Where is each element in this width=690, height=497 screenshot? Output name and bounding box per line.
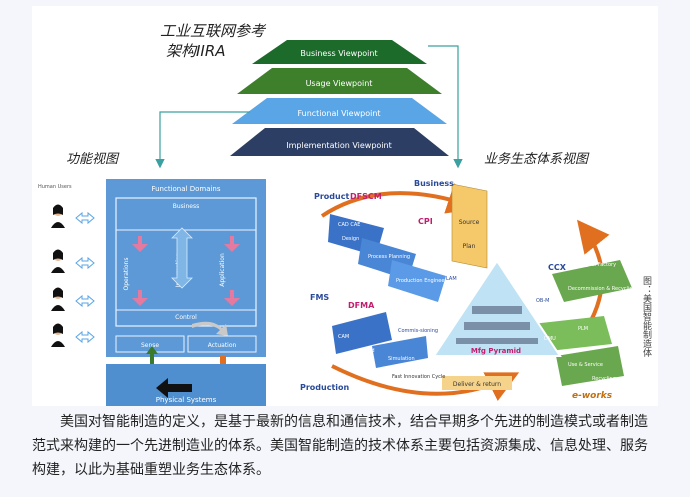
left-arrow-icon xyxy=(156,378,192,398)
connector-to-business-view xyxy=(428,45,463,169)
down-arrow-icon xyxy=(224,290,240,306)
build-label: Build xyxy=(362,348,375,354)
dfma-label: DFMA xyxy=(348,301,375,310)
viewpoint-label-functional: Functional Viewpoint xyxy=(297,109,380,118)
watermark-logo: e-works xyxy=(572,391,613,401)
sense-label: Sense xyxy=(141,342,159,349)
top-title-line1: 工业互联网参考 xyxy=(160,22,267,40)
production-engineering-label: Production Engineering xyxy=(396,278,454,284)
bidirectional-arrow-icon xyxy=(75,294,95,308)
human-users-label: Human Users xyxy=(38,184,72,190)
side-caption: 图：美国智能制造体 xyxy=(641,276,652,358)
recycling-label: Recycling xyxy=(592,376,616,382)
caption-paragraph: 美国对智能制造的定义，是基于最新的信息和通信技术，结合早期多个先进的制造模式或者… xyxy=(32,414,648,478)
viewpoint-label-business: Business Viewpoint xyxy=(300,49,377,58)
actuation-box xyxy=(187,335,257,353)
viewpoint-layer-implementation xyxy=(230,128,449,156)
source-plan-block xyxy=(451,183,488,269)
bidirectional-arrow-icon xyxy=(75,256,95,270)
down-arrow-icon xyxy=(224,236,240,252)
viewpoint-label-usage: Usage Viewpoint xyxy=(306,79,373,88)
simulation-label: Simulation xyxy=(388,356,415,362)
deliver-return-label: Deliver & return xyxy=(453,381,501,388)
product-label: Product xyxy=(314,192,349,201)
cycle-arrow xyxy=(320,183,480,218)
physical-systems-label: Physical Systems xyxy=(156,396,217,404)
pyramid-layer xyxy=(464,322,530,330)
viewpoint-layer-usage xyxy=(237,68,442,94)
user-icon-1 xyxy=(51,204,65,228)
viewpoint-label-implementation: Implementation Viewpoint xyxy=(286,141,391,150)
viewpoint-layer-business xyxy=(252,40,427,64)
pyramid-layer xyxy=(472,306,522,314)
viewpoint-stack: Business Viewpoint Usage Viewpoint Funct… xyxy=(230,40,449,156)
lam-label: LAM xyxy=(446,276,457,282)
production-label: Production xyxy=(300,383,350,392)
functional-domains-label: Functional Domains xyxy=(151,185,220,193)
cad-cae-label: CAD CAE xyxy=(338,222,360,228)
dmu-label: DMU xyxy=(544,336,556,342)
process-planning-label: Process Planning xyxy=(368,254,410,260)
production-engineering-chevron xyxy=(388,260,446,302)
down-arrow-icon xyxy=(132,236,148,252)
design-label: Design xyxy=(342,236,359,242)
fms-label: FMS xyxy=(310,293,329,302)
simulation-chevron xyxy=(372,336,428,368)
deliver-return-box xyxy=(442,376,512,390)
bidirectional-arrow-icon xyxy=(75,211,95,225)
iira-diagram: 工业互联网参考 架构IIRA Business Viewpoint Usage … xyxy=(38,22,652,406)
user-icon-3 xyxy=(51,287,65,311)
mfg-pyramid-label: Mfg Pyramid xyxy=(471,347,521,355)
up-arrow-icon xyxy=(146,346,158,366)
source-label: Source xyxy=(459,219,480,226)
use-service-label: Use & Service xyxy=(568,362,603,368)
actuation-label: Actuation xyxy=(208,342,237,349)
recycling-chevron xyxy=(556,346,624,386)
dfscm-label: DFSCM xyxy=(350,192,382,201)
domains-inner-frame xyxy=(115,197,257,327)
right-section-title: 业务生态体系视图 xyxy=(484,152,590,167)
user-icon-4 xyxy=(51,323,65,347)
cam-label: CAM xyxy=(338,334,349,340)
operations-label: Operations xyxy=(123,258,130,291)
business-label: Business xyxy=(414,179,454,188)
commissioning-label: Commis-sioning xyxy=(398,328,438,334)
decommission-chevron xyxy=(552,260,632,302)
top-title-line2: 架构IIRA xyxy=(166,42,226,60)
connector-to-functional-view xyxy=(155,111,250,169)
information-flow-arrow-icon xyxy=(171,227,193,289)
pyramid-layer xyxy=(456,338,538,344)
down-arrow-icon xyxy=(132,290,148,306)
user-icon-2 xyxy=(51,249,65,273)
cpi-label: CPI xyxy=(418,217,433,226)
fast-innovation-cycle-label: Fast Innovation Cycle xyxy=(392,374,445,380)
decommission-label: Decommission & Recycling xyxy=(568,286,636,292)
plan-label: Plan xyxy=(463,243,476,250)
bidirectional-arrow-icon xyxy=(75,330,95,344)
business-ecosystem-diagram: Source Plan Mfg Pyramid Deliver & return… xyxy=(300,179,636,402)
business-domain-label: Business xyxy=(173,203,199,210)
ccx-label: CCX xyxy=(548,263,567,272)
application-label: Application xyxy=(219,253,226,287)
ob-m-label: OB-M xyxy=(536,298,549,304)
control-label: Control xyxy=(175,314,197,321)
control-flow-arrow-icon xyxy=(192,321,228,336)
left-section-title: 功能视图 xyxy=(66,152,120,167)
functional-view-diagram: Human Users Functional Domains Busines xyxy=(38,179,266,406)
viewpoint-layer-functional xyxy=(232,98,447,124)
figure-image: 工业互联网参考 架构IIRA Business Viewpoint Usage … xyxy=(32,6,658,406)
cam-design-chevron xyxy=(332,312,392,354)
digital-factory-label: Digital Factory xyxy=(580,262,616,268)
plm-label: PLM xyxy=(578,326,588,332)
